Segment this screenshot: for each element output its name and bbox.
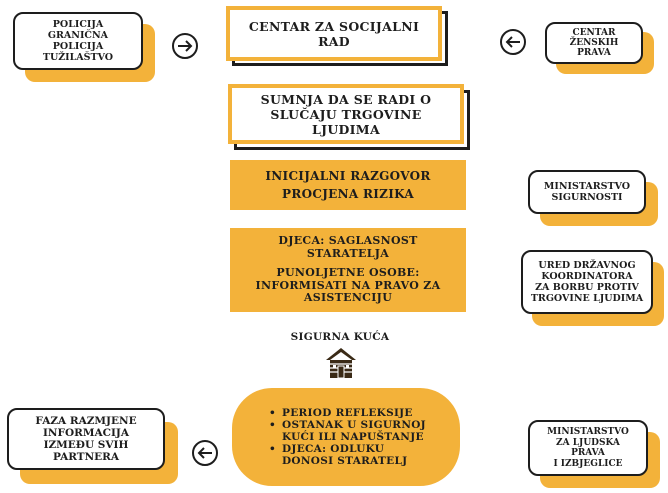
policija-box: POLICIJA GRANIČNA POLICIJA TUŽILAŠTVO xyxy=(13,12,143,70)
sigurna-kuca-text: SIGURNA KUĆA xyxy=(290,331,390,343)
ministarstvo-ljudska-label: MINISTARSTVO ZA LJUDSKA PRAVA I IZBJEGLI… xyxy=(547,427,629,469)
ured-koordinatora-box: URED DRŽAVNOG KOORDINATORA ZA BORBU PROT… xyxy=(521,250,653,314)
sigurna-kuca-label: SIGURNA KUĆA xyxy=(270,330,410,344)
policija-label: POLICIJA GRANIČNA POLICIJA TUŽILAŠTVO xyxy=(42,19,114,63)
circle-arrow-right-icon xyxy=(172,33,198,59)
centar-socijalni-label: CENTAR ZA SOCIJALNI RAD xyxy=(248,18,420,49)
saglasnost-box: DJECA: SAGLASNOST STARATELJA PUNOLJETNE … xyxy=(230,228,466,312)
sigurna-kuca-box: PERIOD REFLEKSIJE OSTANAK U SIGURNOJ KUĆ… xyxy=(232,388,460,486)
faza-razmjene-box: FAZA RAZMJENE INFORMACIJA IZMEĐU SVIH PA… xyxy=(7,408,165,470)
ministarstvo-ljudska-box: MINISTARSTVO ZA LJUDSKA PRAVA I IZBJEGLI… xyxy=(528,420,648,476)
bullet-list: PERIOD REFLEKSIJE OSTANAK U SIGURNOJ KUĆ… xyxy=(266,407,426,467)
sumnja-label: SUMNJA DA SE RADI O SLUČAJU TRGOVINE LJU… xyxy=(260,91,432,137)
inicijalni-box: INICIJALNI RAZGOVOR PROCJENA RIZIKA xyxy=(230,160,466,210)
bullet-item: DJECA: ODLUKU DONOSI STARATELJ xyxy=(266,443,426,467)
circle-arrow-left-icon xyxy=(500,29,526,55)
djeca-saglasnost-label: DJECA: SAGLASNOST STARATELJA xyxy=(278,234,418,260)
ured-koordinatora-label: URED DRŽAVNOG KOORDINATORA ZA BORBU PROT… xyxy=(530,260,644,304)
sumnja-box: SUMNJA DA SE RADI O SLUČAJU TRGOVINE LJU… xyxy=(228,84,464,144)
punoljetne-label: PUNOLJETNE OSOBE: INFORMISATI NA PRAVO Z… xyxy=(255,266,441,305)
ministarstvo-sigurnosti-box: MINISTARSTVO SIGURNOSTI xyxy=(528,170,646,214)
inicijalni-line1: INICIJALNI RAZGOVOR xyxy=(265,169,431,183)
bullet-item: PERIOD REFLEKSIJE xyxy=(266,407,426,419)
bullet-item: OSTANAK U SIGURNOJ KUĆI ILI NAPUŠTANJE xyxy=(266,419,426,443)
ministarstvo-sigurnosti-label: MINISTARSTVO SIGURNOSTI xyxy=(543,181,631,203)
centar-zenskih-label: CENTAR ŽENSKIH PRAVA xyxy=(569,28,619,58)
inicijalni-line2: PROCJENA RIZIKA xyxy=(282,187,414,201)
centar-zenskih-box: CENTAR ŽENSKIH PRAVA xyxy=(545,22,643,64)
faza-razmjene-label: FAZA RAZMJENE INFORMACIJA IZMEĐU SVIH PA… xyxy=(35,415,137,463)
centar-socijalni-box: CENTAR ZA SOCIJALNI RAD xyxy=(226,6,442,61)
circle-arrow-left-icon xyxy=(192,440,218,466)
house-icon xyxy=(324,346,358,380)
